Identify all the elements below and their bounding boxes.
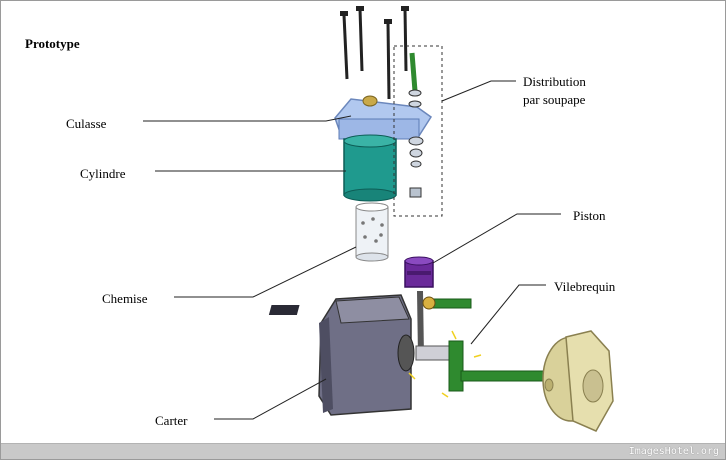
label-chemise: Chemise (102, 291, 148, 306)
label-piston: Piston (573, 208, 606, 223)
vilebrequin-part (408, 330, 552, 398)
distribution-dashed-box (393, 45, 443, 217)
exploded-engine-drawing (143, 6, 614, 432)
chemise-part (355, 202, 389, 262)
label-vilebrequin: Vilebrequin (554, 279, 616, 294)
carter-part (268, 294, 415, 416)
piston-part (404, 256, 434, 288)
label-carter: Carter (155, 413, 188, 428)
label-distribution-line2: par soupape (523, 92, 586, 107)
label-distribution-line1: Distribution (523, 74, 586, 89)
culasse-part (334, 95, 433, 140)
cylindre-part (343, 134, 397, 202)
flywheel-part (542, 330, 614, 432)
page-title: Prototype (25, 36, 80, 51)
distribution-parts (408, 52, 424, 198)
footer-bar: ImagesHotel.org (1, 443, 725, 459)
watermark-text: ImagesHotel.org (628, 446, 719, 457)
leader-lines (143, 80, 561, 420)
head-bolts (342, 8, 408, 100)
label-culasse: Culasse (66, 116, 107, 131)
label-cylindre: Cylindre (80, 166, 126, 181)
